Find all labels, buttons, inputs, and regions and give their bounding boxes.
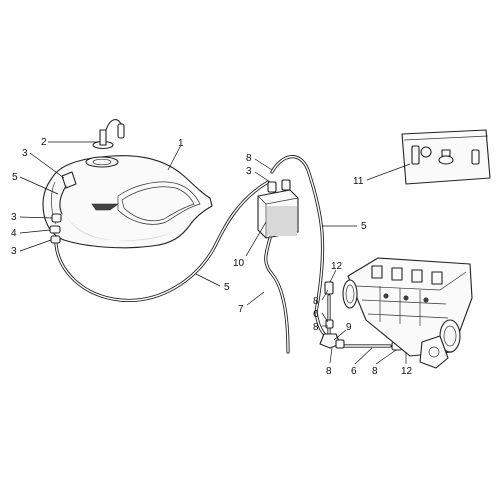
callout-10: 10 [233, 258, 245, 269]
callout-12: 12 [401, 366, 413, 377]
callout-3: 3 [11, 212, 17, 223]
callout-8: 8 [372, 366, 378, 377]
leader-lines [19, 141, 411, 365]
callout-12: 12 [331, 261, 343, 272]
vent-hose-upper-right [270, 155, 325, 314]
callout-6: 6 [351, 366, 357, 377]
callout-9: 9 [346, 322, 352, 333]
tank-side-fittings [49, 171, 77, 244]
evaporative-canister [257, 179, 299, 239]
callout-labels: 1 2 3 5 3 4 3 8 3 10 5 5 7 11 12 8 6 8 9… [11, 137, 413, 377]
callout-8: 8 [313, 296, 319, 307]
callout-3: 3 [22, 148, 28, 159]
throttle-body-assembly [342, 257, 473, 369]
vent-hose-lower [54, 180, 270, 303]
callout-2: 2 [41, 137, 47, 148]
callout-3: 3 [11, 246, 17, 257]
hardware-kit-bag [401, 129, 491, 185]
callout-8: 8 [246, 153, 252, 164]
callout-6: 6 [313, 309, 319, 320]
callout-8: 8 [313, 322, 319, 333]
canister-drain-hose [264, 236, 290, 354]
callout-8: 8 [326, 366, 332, 377]
fuel-tank [42, 155, 213, 249]
callout-3: 3 [246, 166, 252, 177]
fuel-cap-assembly [92, 119, 125, 150]
callout-1: 1 [178, 138, 184, 149]
callout-4: 4 [11, 228, 17, 239]
callout-11: 11 [353, 176, 364, 187]
callout-5: 5 [224, 282, 230, 293]
callout-7: 7 [238, 304, 244, 315]
callout-5: 5 [361, 221, 367, 232]
callout-5: 5 [12, 172, 18, 183]
